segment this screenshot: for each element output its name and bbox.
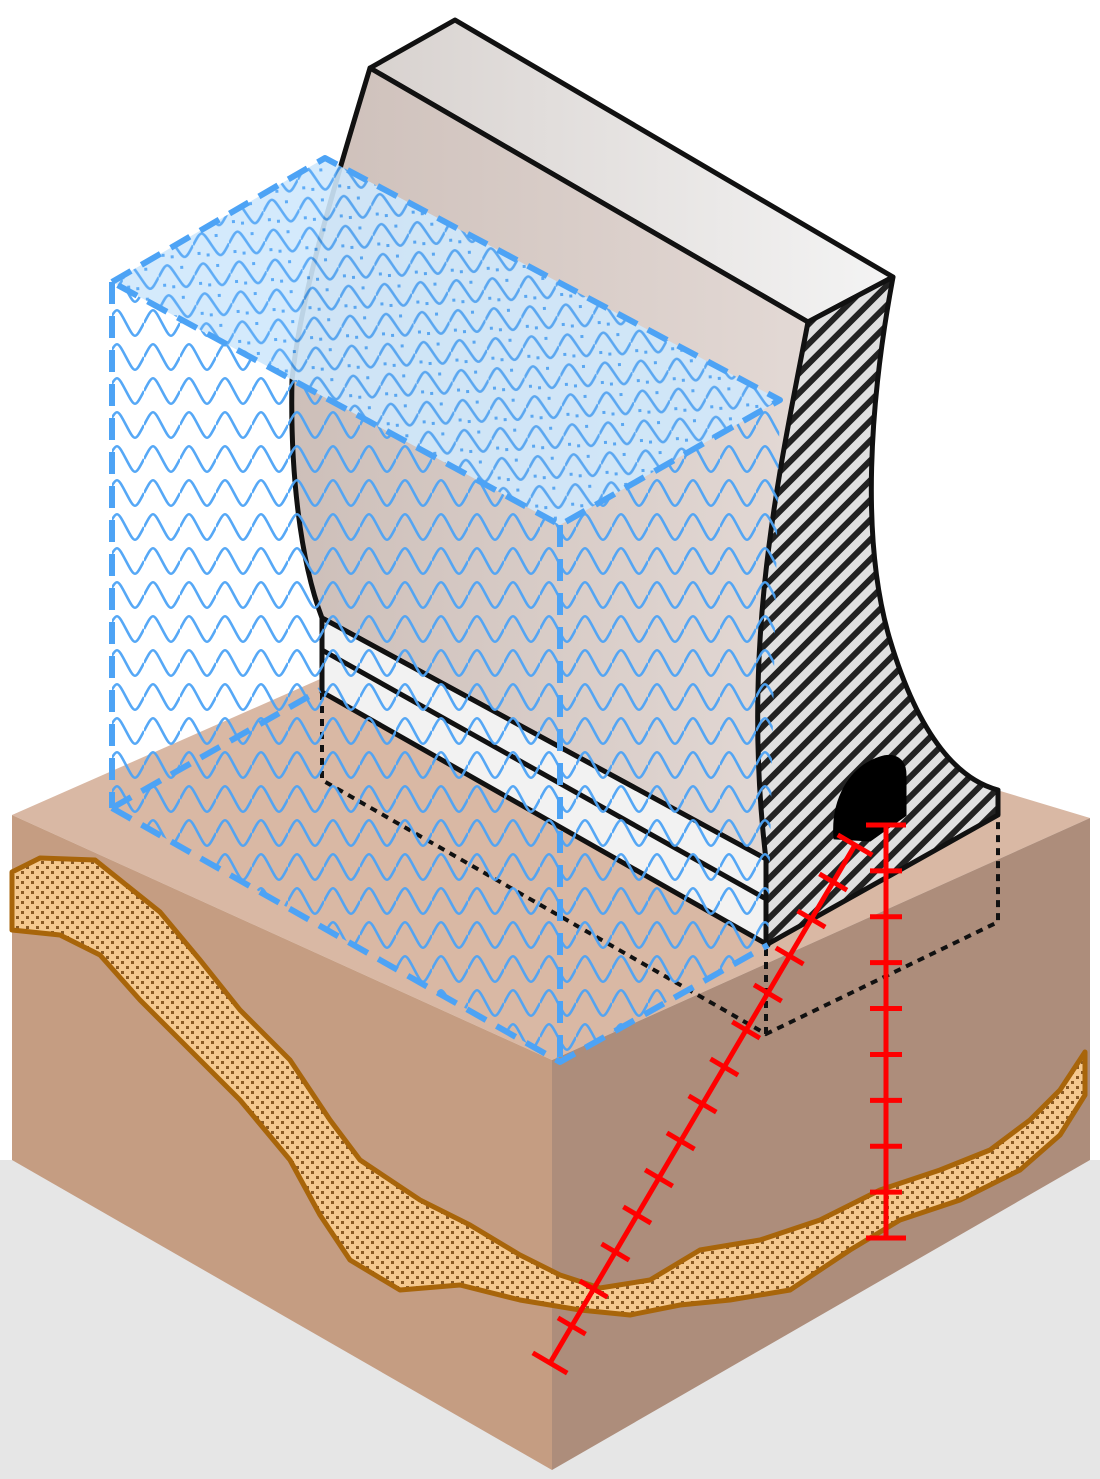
inclined-borehole-tick [531, 1350, 569, 1376]
boreholes [531, 822, 906, 1376]
inclined-borehole-tick [796, 908, 827, 930]
inclined-borehole-tick [600, 1241, 631, 1263]
reservoir [109, 155, 783, 1065]
vertical-borehole [866, 822, 906, 1241]
inclined-borehole-tick [665, 1130, 696, 1152]
inclined-borehole-tick [709, 1056, 740, 1078]
inclined-borehole-tick [556, 1315, 587, 1337]
ground-right-face [552, 818, 1090, 1470]
gallery-tunnel [833, 754, 907, 842]
inclined-borehole-tick [836, 832, 874, 858]
reservoir-side-face [560, 400, 780, 1062]
inclined-borehole-tick [578, 1278, 609, 1300]
inclined-borehole-tick [818, 871, 849, 893]
inclined-borehole-tick [731, 1019, 762, 1041]
ore-vein [9, 855, 1088, 1318]
inclined-borehole-tick [774, 945, 805, 967]
reservoir-front-face [112, 282, 560, 1062]
inclined-borehole-tick [643, 1167, 674, 1189]
inclined-borehole-tick [687, 1093, 718, 1115]
reservoir-water-surface [112, 158, 780, 525]
inclined-borehole [531, 832, 874, 1376]
inclined-borehole-tick [752, 982, 783, 1004]
reservoir-outline [109, 155, 783, 1065]
inclined-borehole-tick [622, 1204, 653, 1226]
